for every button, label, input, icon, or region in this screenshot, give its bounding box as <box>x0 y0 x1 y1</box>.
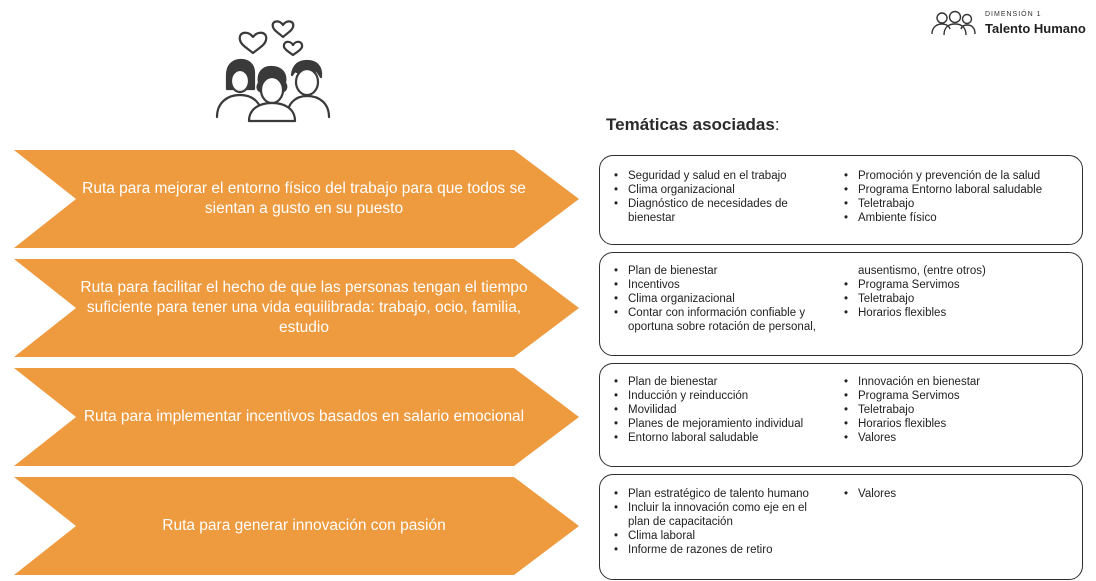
route-label: Ruta para implementar incentivos basados… <box>83 408 525 425</box>
topics-column-left: Plan estratégico de talento humano Inclu… <box>612 487 830 557</box>
topic-item: Ambiente físico <box>842 211 1074 225</box>
route-label: Ruta para facilitar el hecho de que las … <box>80 279 528 336</box>
topics-box-2: Plan de bienestar Incentivos Clima organ… <box>599 252 1083 356</box>
logo-subtitle: DIMENSIÓN 1 <box>985 11 1042 18</box>
route-arrow-1: Ruta para mejorar el entorno físico del … <box>14 150 579 248</box>
topic-item: Incentivos <box>612 278 830 292</box>
topics-box-1: Seguridad y salud en el trabajo Clima or… <box>599 155 1083 245</box>
topic-item: Valores <box>842 431 1074 445</box>
topic-item: Programa Servimos <box>842 389 1074 403</box>
topic-item: Seguridad y salud en el trabajo <box>612 169 830 183</box>
topic-item: Teletrabajo <box>842 403 1074 417</box>
topic-item: Teletrabajo <box>842 292 1074 306</box>
topic-item: Clima organizacional <box>612 183 830 197</box>
route-arrow-4: Ruta para generar innovación con pasión <box>14 477 579 575</box>
topic-item: Innovación en bienestar <box>842 375 1074 389</box>
topic-item: Entorno laboral saludable <box>612 431 830 445</box>
people-hearts-icon <box>205 5 345 123</box>
topic-item: Horarios flexibles <box>842 417 1074 431</box>
topic-item: Plan de bienestar <box>612 375 830 389</box>
topics-column-right: Promoción y prevención de la salud Progr… <box>842 169 1074 225</box>
topic-item: Teletrabajo <box>842 197 1074 211</box>
topic-item: Plan de bienestar <box>612 264 830 278</box>
topic-item: Clima laboral <box>612 529 830 543</box>
topic-item: Plan estratégico de talento humano <box>612 487 830 501</box>
topics-column-left: Plan de bienestar Inducción y reinducció… <box>612 375 830 445</box>
topics-box-3: Plan de bienestar Inducción y reinducció… <box>599 363 1083 467</box>
topic-item: Diagnóstico de necesidades de bienestar <box>612 197 830 225</box>
section-heading-text: Temáticas asociadas <box>606 115 775 134</box>
topics-column-left: Plan de bienestar Incentivos Clima organ… <box>612 264 830 334</box>
topics-column-right: Valores <box>842 487 1074 501</box>
topic-item: Inducción y reinducción <box>612 389 830 403</box>
topics-column-left: Seguridad y salud en el trabajo Clima or… <box>612 169 830 225</box>
topic-item: Programa Servimos <box>842 278 1074 292</box>
topics-column-right: Innovación en bienestar Programa Servimo… <box>842 375 1074 445</box>
topics-column-right: ausentismo, (entre otros) Programa Servi… <box>842 264 1074 320</box>
route-arrow-3: Ruta para implementar incentivos basados… <box>14 368 579 466</box>
topic-item: Informe de razones de retiro <box>612 543 830 557</box>
logo-title: Talento Humano <box>985 21 1086 36</box>
topic-item: Promoción y prevención de la salud <box>842 169 1074 183</box>
section-heading-colon: : <box>774 115 780 134</box>
topic-item: Movilidad <box>612 403 830 417</box>
topics-box-4: Plan estratégico de talento humano Inclu… <box>599 474 1083 580</box>
topic-item-continuation: ausentismo, (entre otros) <box>858 265 986 277</box>
topic-item: Valores <box>842 487 1074 501</box>
topic-item: Planes de mejoramiento individual <box>612 417 830 431</box>
dimension-logo: DIMENSIÓN 1 Talento Humano <box>928 8 1096 38</box>
route-label: Ruta para generar innovación con pasión <box>162 517 446 534</box>
route-label: Ruta para mejorar el entorno físico del … <box>82 180 526 217</box>
topic-item: Horarios flexibles <box>842 306 1074 320</box>
topic-item: Incluir la innovación como eje en el pla… <box>612 501 830 529</box>
topic-item: Clima organizacional <box>612 292 830 306</box>
topic-item: Programa Entorno laboral saludable <box>842 183 1074 197</box>
route-arrow-2: Ruta para facilitar el hecho de que las … <box>14 259 579 357</box>
topic-item: Contar con información confiable y oport… <box>612 306 830 334</box>
section-heading: Temáticas asociadas: <box>606 115 780 135</box>
people-logo-icon <box>931 10 976 36</box>
